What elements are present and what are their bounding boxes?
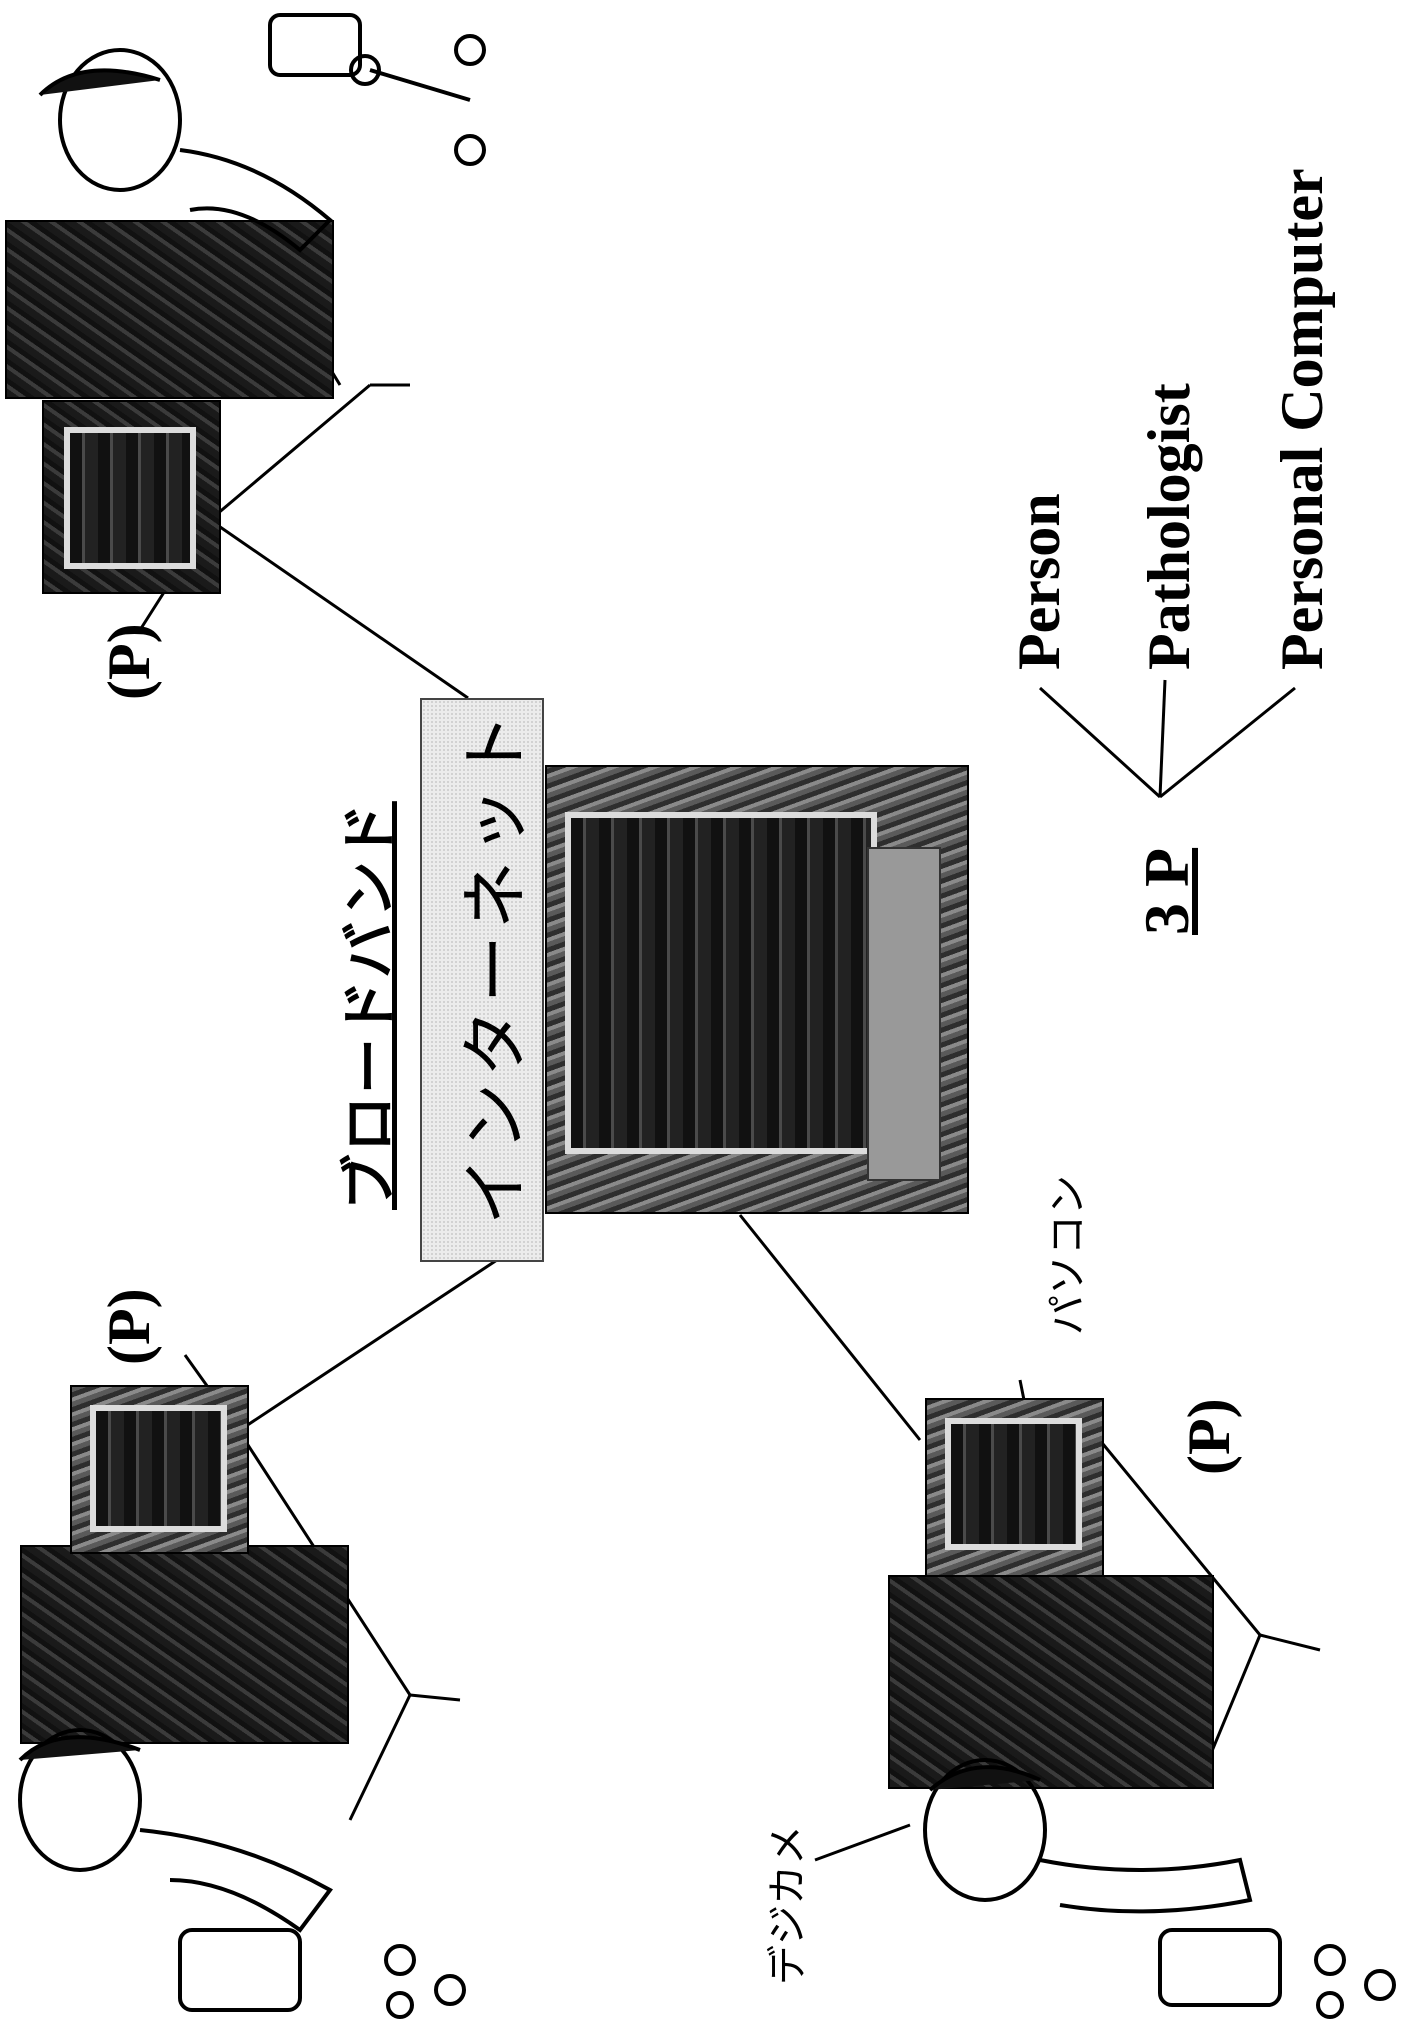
legend-title: 3 P — [1130, 848, 1204, 935]
person-top-right-icon — [40, 15, 484, 250]
p-marker-top-left: (P) — [95, 1288, 164, 1365]
dejikame-label: デジカメ — [755, 1825, 813, 1985]
pasokon-label: パソコン — [1035, 1175, 1093, 1335]
person-bottom-icon — [925, 1760, 1394, 2017]
legend-item-pathologist: Pathologist — [1135, 383, 1204, 670]
person-top-left-icon — [20, 1730, 464, 2017]
p-marker-top-right: (P) — [95, 623, 164, 700]
legend-item-personal-computer: Personal Computer — [1268, 168, 1337, 670]
p-marker-bottom: (P) — [1175, 1398, 1244, 1475]
legend-item-person: Person — [1005, 493, 1074, 670]
